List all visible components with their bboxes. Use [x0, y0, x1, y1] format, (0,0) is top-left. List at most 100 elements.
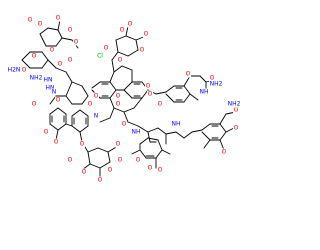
atom-label: O — [22, 67, 27, 74]
bond-line — [49, 123, 59, 131]
atom-label: NH — [200, 89, 209, 96]
atom-label-background — [53, 138, 59, 146]
atom-label-background — [81, 168, 87, 176]
atom-label: O — [94, 93, 99, 100]
atom-label-background — [27, 16, 33, 24]
bond-line — [57, 123, 67, 131]
atom-label: O — [118, 57, 123, 64]
atom-label-background — [119, 26, 125, 34]
bond-line — [199, 75, 207, 83]
atom-label-background — [31, 52, 37, 60]
bond-line — [125, 25, 129, 37]
bond-line — [79, 125, 89, 133]
bond-line — [183, 75, 191, 87]
atom-label-background — [115, 100, 121, 108]
bond-line — [183, 85, 191, 95]
atom-label: N — [52, 89, 57, 96]
bond-line — [79, 131, 83, 143]
bond-line — [49, 107, 59, 115]
atom-label-background — [135, 156, 141, 164]
bond-line — [165, 131, 177, 135]
atom-label: NH — [132, 129, 141, 136]
bond-line — [81, 85, 89, 97]
atom-label: O — [32, 101, 37, 108]
bond-line — [89, 163, 101, 169]
atom-label-background — [7, 66, 21, 74]
bond-line — [139, 149, 147, 159]
bond-line — [219, 113, 227, 125]
atom-label-background — [233, 106, 239, 114]
atom-label: O — [50, 47, 55, 54]
atom-label: NH2 — [210, 81, 223, 88]
bond-line — [157, 139, 163, 151]
atom-label-background — [31, 100, 37, 108]
bond-line — [65, 123, 73, 127]
bond-line — [21, 51, 31, 61]
atom-label-background — [29, 74, 43, 82]
atom-label-background — [157, 166, 163, 174]
bond-line — [133, 97, 143, 109]
atom-label: O — [82, 169, 87, 176]
atom-label-background — [143, 30, 149, 38]
atom-label: O — [58, 61, 63, 68]
atom-label: O — [38, 21, 43, 28]
atom-label: O — [56, 97, 61, 104]
atom-label: O — [80, 141, 85, 148]
atom-label: O — [68, 27, 73, 34]
bond-line — [147, 137, 159, 141]
bond-line — [65, 81, 73, 97]
atom-label: H2N — [8, 67, 21, 74]
bond-line — [65, 71, 73, 83]
atom-label-background — [221, 148, 227, 156]
atom-label: HN — [44, 77, 53, 84]
bond-line — [39, 27, 49, 35]
atom-label-background — [67, 26, 73, 34]
atom-label: O — [118, 157, 123, 164]
bond-line — [71, 81, 83, 87]
bond-line — [109, 81, 117, 91]
atom-label: O — [144, 31, 149, 38]
bond-line — [111, 51, 119, 61]
atom-label-background — [43, 76, 53, 84]
atom-label: O — [108, 167, 113, 174]
atom-label-background — [95, 52, 105, 60]
bond-line — [155, 149, 163, 159]
bond-line — [55, 129, 59, 141]
bond-line — [71, 109, 81, 117]
bond-line — [125, 35, 137, 41]
bond-line — [55, 37, 63, 47]
bond-line — [219, 123, 227, 133]
atom-label-background — [49, 46, 55, 54]
atom-label-background — [233, 124, 239, 132]
atom-label: O — [136, 157, 141, 164]
bond-line — [123, 89, 133, 99]
atom-label-background — [93, 112, 99, 120]
bond-line — [109, 107, 115, 119]
bond-line — [139, 137, 149, 145]
bond-line — [57, 107, 67, 115]
bond-line — [123, 107, 135, 113]
bond-line — [39, 33, 47, 47]
atom-label: HN — [46, 85, 55, 92]
atom-label: O — [146, 83, 151, 90]
bond-line — [87, 151, 91, 165]
bond-line — [135, 39, 139, 51]
bond-lines — [21, 19, 237, 179]
atom-label: O — [54, 139, 59, 146]
bond-line — [111, 59, 115, 73]
bond-line — [131, 149, 141, 155]
bond-line — [55, 67, 67, 73]
atom-label-background — [157, 100, 163, 108]
atom-label-background — [185, 70, 191, 78]
bond-line — [47, 27, 59, 31]
atom-label-background — [79, 140, 85, 148]
bond-line — [161, 149, 171, 155]
atom-label-background — [51, 88, 57, 96]
bond-line — [47, 59, 57, 69]
atom-label-background — [127, 20, 133, 28]
atom-label: O — [74, 39, 79, 46]
bond-line — [91, 81, 101, 89]
bond-line — [201, 123, 211, 131]
atom-label-background — [117, 156, 123, 164]
